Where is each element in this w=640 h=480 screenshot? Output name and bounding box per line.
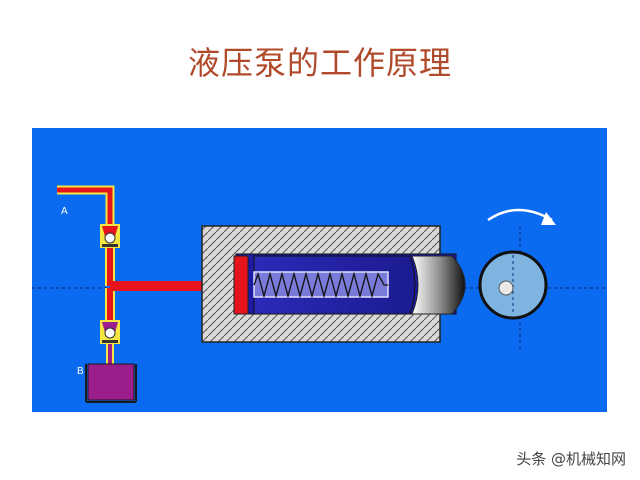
label-b: B bbox=[77, 366, 84, 377]
curved-arrow-clockwise-icon bbox=[487, 208, 556, 225]
label-a: A bbox=[61, 206, 68, 217]
page-title: 液压泵的工作原理 bbox=[187, 44, 452, 82]
cam-shaft bbox=[498, 280, 514, 296]
chamber-feed-line bbox=[110, 281, 238, 291]
check-valve-icon bbox=[100, 320, 120, 344]
spring bbox=[253, 271, 388, 299]
oil-tank bbox=[87, 363, 135, 401]
plunger-head bbox=[411, 255, 466, 315]
watermark: 头条 @机械知网 bbox=[516, 450, 626, 468]
hydraulic-pump-diagram: A B bbox=[32, 128, 607, 412]
outlet-pipe-oil bbox=[57, 187, 113, 224]
working-chamber bbox=[233, 255, 249, 315]
check-valve-icon bbox=[100, 224, 120, 248]
